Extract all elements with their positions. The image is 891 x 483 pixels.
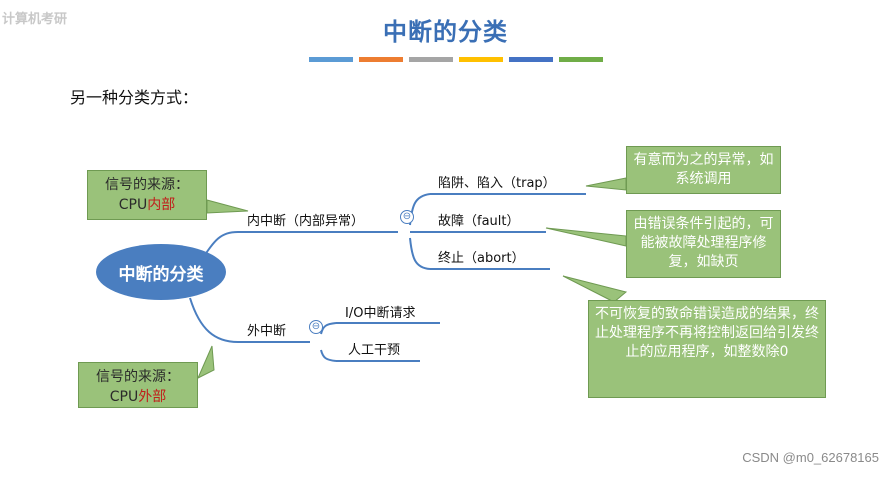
note-trap: 有意而为之的异常，如系统调用 — [626, 146, 781, 194]
title-bar — [459, 57, 503, 62]
leaf-trap: 陷阱、陷入（trap） — [438, 176, 556, 191]
collapse-internal-icon[interactable]: ⊖ — [400, 210, 414, 224]
note-internal-source-line1: 信号的来源： — [105, 177, 189, 193]
note-external-source-line2: CPU外部 — [109, 389, 167, 405]
branch-internal-label: 内中断（内部异常） — [247, 214, 365, 229]
title-color-bars — [309, 57, 609, 63]
leaf-fault: 故障（fault） — [438, 214, 520, 229]
connector-external — [189, 297, 239, 343]
title-bar — [359, 57, 403, 62]
branch-external-label: 外中断 — [247, 324, 287, 339]
title-bar — [409, 57, 453, 62]
title-bar — [559, 57, 603, 62]
title-bar — [309, 57, 353, 62]
title-bar — [509, 57, 553, 62]
note-fault: 由错误条件引起的，可能被故障处理程序修复，如缺页 — [626, 210, 781, 278]
leaf-io-request: I/O中断请求 — [345, 306, 416, 321]
note-internal-source-line2: CPU内部 — [118, 197, 176, 213]
subtitle: 另一种分类方式： — [70, 88, 199, 107]
note-external-source-line1: 信号的来源： — [96, 369, 180, 385]
note-internal-source: 信号的来源： CPU内部 — [87, 170, 207, 220]
page-title: 中断的分类 — [383, 18, 508, 46]
note-external-source: 信号的来源： CPU外部 — [78, 362, 198, 408]
note-abort: 不可恢复的致命错误造成的结果，终止处理程序不再将控制返回给引发终止的应用程序，如… — [588, 300, 826, 398]
leaf-abort: 终止（abort） — [438, 251, 525, 266]
leaf-manual-intervention: 人工干预 — [348, 343, 401, 358]
watermark-csdn: CSDN @m0_62678165 — [742, 450, 879, 465]
watermark-logo: 计算机考研 — [2, 12, 68, 27]
collapse-external-icon[interactable]: ⊖ — [309, 320, 323, 334]
center-node: 中断的分类 — [96, 244, 226, 300]
